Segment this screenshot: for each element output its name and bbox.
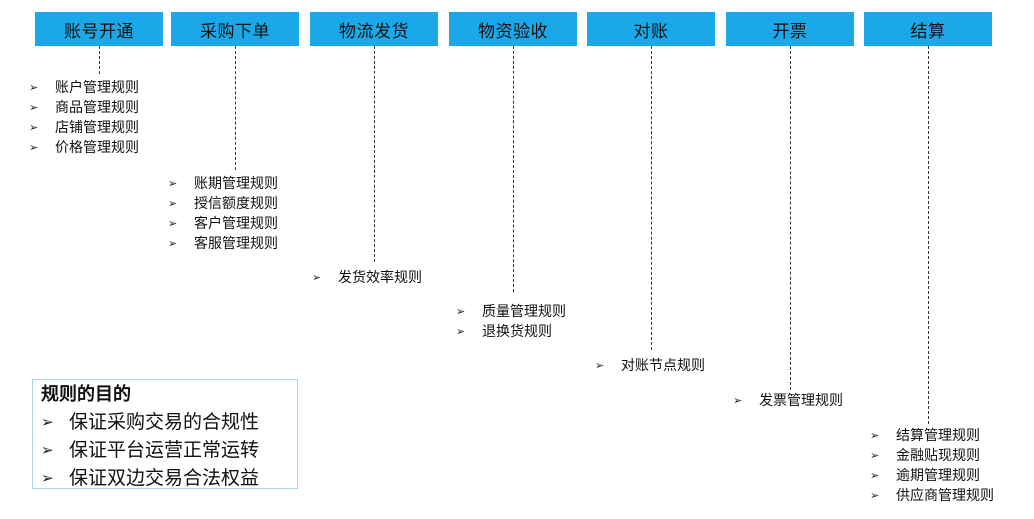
stage-box-reconciliation: 对账 (587, 12, 715, 46)
list-item: ➢ 退换货规则 (456, 322, 566, 342)
purpose-item-label: 保证双边交易合法权益 (69, 467, 260, 489)
list-item: ➢ 客服管理规则 (168, 234, 278, 254)
rule-label: 对账节点规则 (621, 358, 705, 374)
rule-label: 逾期管理规则 (896, 468, 980, 484)
purpose-item-label: 保证平台运营正常运转 (69, 439, 260, 461)
rule-label: 发票管理规则 (759, 393, 843, 409)
list-item: ➢ 客户管理规则 (168, 214, 278, 234)
stage-box-purchase-order: 采购下单 (171, 12, 299, 46)
purpose-list: ➢ 保证采购交易的合规性 ➢ 保证平台运营正常运转 ➢ 保证双边交易合法权益 (41, 408, 297, 492)
stage-label: 账号开通 (64, 21, 134, 42)
purpose-box: 规则的目的 ➢ 保证采购交易的合规性 ➢ 保证平台运营正常运转 ➢ 保证双边交易合法权… (32, 379, 298, 489)
rule-label: 价格管理规则 (55, 140, 139, 156)
list-item: ➢ 供应商管理规则 (870, 486, 994, 506)
arrow-bullet-icon: ➢ (41, 469, 54, 487)
stage-label: 对账 (633, 21, 669, 42)
list-item: ➢ 价格管理规则 (29, 138, 139, 158)
arrow-bullet-icon: ➢ (41, 441, 54, 459)
rule-label: 退换货规则 (482, 324, 552, 340)
purpose-item-label: 保证采购交易的合规性 (69, 411, 260, 433)
arrow-bullet-icon: ➢ (168, 217, 178, 230)
rule-label: 质量管理规则 (482, 304, 566, 320)
stage-label: 采购下单 (200, 21, 270, 42)
rule-label: 发货效率规则 (338, 270, 422, 286)
arrow-bullet-icon: ➢ (29, 121, 39, 134)
connector-line (790, 46, 791, 390)
arrow-bullet-icon: ➢ (870, 469, 880, 482)
arrow-bullet-icon: ➢ (870, 489, 880, 502)
arrow-bullet-icon: ➢ (870, 429, 880, 442)
arrow-bullet-icon: ➢ (456, 305, 466, 318)
stage-box-invoicing: 开票 (726, 12, 854, 46)
list-item: ➢ 结算管理规则 (870, 426, 994, 446)
rule-list-logistics: ➢ 发货效率规则 (312, 268, 422, 288)
list-item: ➢ 对账节点规则 (595, 356, 705, 376)
arrow-bullet-icon: ➢ (168, 237, 178, 250)
arrow-bullet-icon: ➢ (168, 197, 178, 210)
arrow-bullet-icon: ➢ (29, 81, 39, 94)
rule-list-reconciliation: ➢ 对账节点规则 (595, 356, 705, 376)
rule-label: 店铺管理规则 (55, 120, 139, 136)
rule-list-invoicing: ➢ 发票管理规则 (733, 391, 843, 411)
list-item: ➢ 授信额度规则 (168, 194, 278, 214)
connector-line (374, 46, 375, 262)
list-item: ➢ 店铺管理规则 (29, 118, 139, 138)
rule-label: 结算管理规则 (896, 428, 980, 444)
rule-list-purchase-order: ➢ 账期管理规则 ➢ 授信额度规则 ➢ 客户管理规则 ➢ 客服管理规则 (168, 174, 278, 254)
stage-label: 物资验收 (478, 21, 548, 42)
stage-label: 结算 (910, 21, 946, 42)
list-item: ➢ 发货效率规则 (312, 268, 422, 288)
rule-list-settlement: ➢ 结算管理规则 ➢ 金融贴现规则 ➢ 逾期管理规则 ➢ 供应商管理规则 (870, 426, 994, 506)
list-item: ➢ 保证双边交易合法权益 (41, 464, 297, 492)
rule-label: 商品管理规则 (55, 100, 139, 116)
list-item: ➢ 账户管理规则 (29, 78, 139, 98)
list-item: ➢ 商品管理规则 (29, 98, 139, 118)
arrow-bullet-icon: ➢ (870, 449, 880, 462)
rule-label: 金融贴现规则 (896, 448, 980, 464)
list-item: ➢ 发票管理规则 (733, 391, 843, 411)
list-item: ➢ 质量管理规则 (456, 302, 566, 322)
stage-box-logistics: 物流发货 (310, 12, 438, 46)
list-item: ➢ 逾期管理规则 (870, 466, 994, 486)
rule-label: 客服管理规则 (194, 236, 278, 252)
arrow-bullet-icon: ➢ (456, 325, 466, 338)
list-item: ➢ 金融贴现规则 (870, 446, 994, 466)
arrow-bullet-icon: ➢ (595, 359, 605, 372)
connector-line (651, 46, 652, 350)
connector-line (235, 46, 236, 170)
connector-line (513, 46, 514, 292)
list-item: ➢ 保证平台运营正常运转 (41, 436, 297, 464)
arrow-bullet-icon: ➢ (168, 177, 178, 190)
list-item: ➢ 保证采购交易的合规性 (41, 408, 297, 436)
arrow-bullet-icon: ➢ (29, 101, 39, 114)
arrow-bullet-icon: ➢ (29, 141, 39, 154)
rule-label: 客户管理规则 (194, 216, 278, 232)
rule-label: 账期管理规则 (194, 176, 278, 192)
stage-box-account-opening: 账号开通 (35, 12, 163, 46)
rule-label: 供应商管理规则 (896, 488, 994, 504)
stage-label: 开票 (772, 21, 808, 42)
connector-line (99, 46, 100, 74)
stage-label: 物流发货 (339, 21, 409, 42)
connector-line (928, 46, 929, 424)
arrow-bullet-icon: ➢ (41, 413, 54, 431)
rule-list-acceptance: ➢ 质量管理规则 ➢ 退换货规则 (456, 302, 566, 342)
stage-box-acceptance: 物资验收 (449, 12, 577, 46)
rule-list-account-opening: ➢ 账户管理规则 ➢ 商品管理规则 ➢ 店铺管理规则 ➢ 价格管理规则 (29, 78, 139, 158)
stage-box-settlement: 结算 (864, 12, 992, 46)
list-item: ➢ 账期管理规则 (168, 174, 278, 194)
rule-label: 账户管理规则 (55, 80, 139, 96)
arrow-bullet-icon: ➢ (312, 271, 322, 284)
rule-label: 授信额度规则 (194, 196, 278, 212)
purpose-title: 规则的目的 (41, 384, 131, 405)
arrow-bullet-icon: ➢ (733, 394, 743, 407)
